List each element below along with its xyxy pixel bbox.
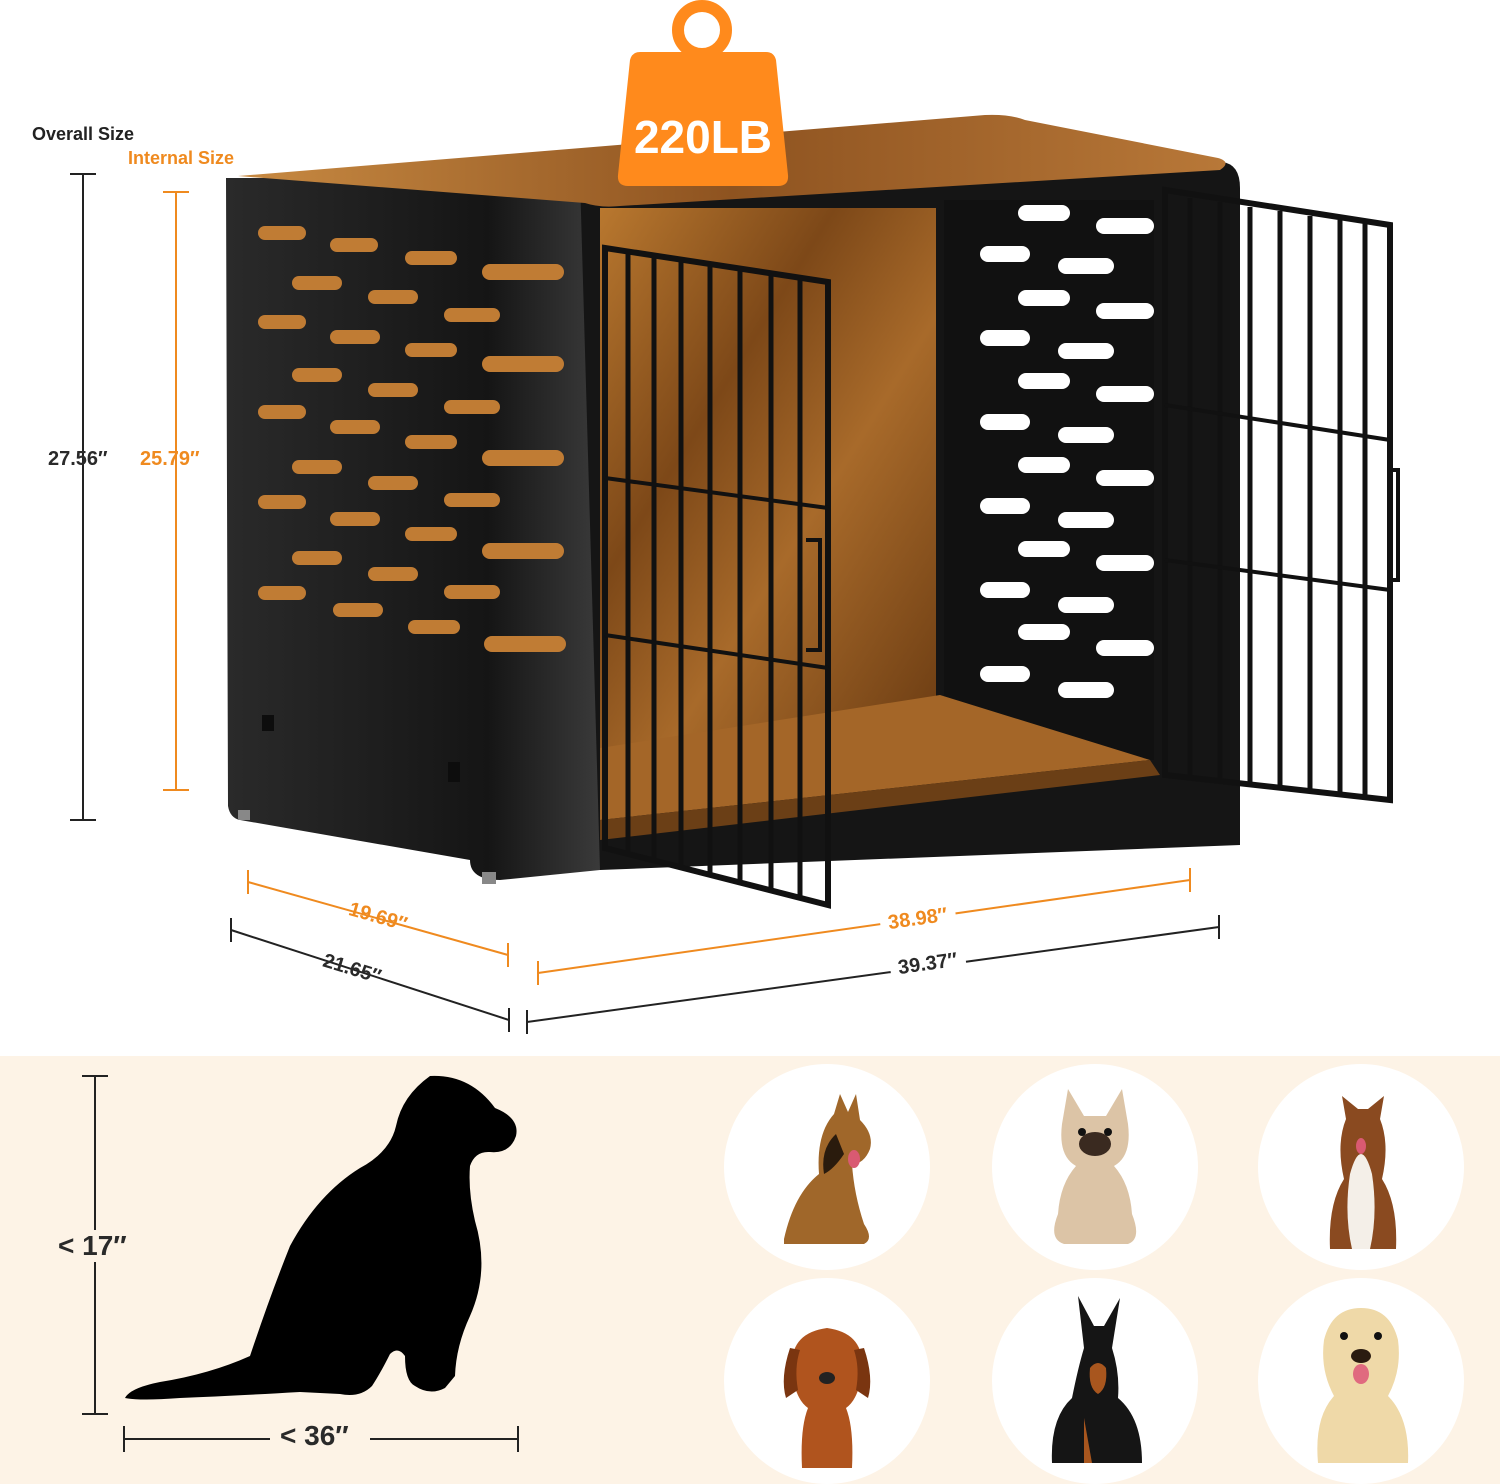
dog-silhouette-icon [125, 1075, 517, 1400]
width-overall-line [526, 915, 1220, 1034]
breed-doberman [992, 1278, 1198, 1484]
doberman-icon [1051, 1296, 1142, 1463]
crate-side-panel [226, 178, 600, 884]
crate-illustration [70, 0, 1400, 1034]
breed-labrador [1258, 1278, 1464, 1484]
internal-size-legend: Internal Size [128, 148, 235, 168]
breed-french-bulldog [992, 1064, 1198, 1270]
dog-suitability-panel: < 17″ < 36″ [0, 1056, 1500, 1484]
french-bulldog-icon [1054, 1089, 1137, 1244]
overall-size-legend: Overall Size [32, 124, 135, 144]
height-overall-label: 27.56″ [48, 448, 108, 470]
dog-length-limit: < 36″ [280, 1420, 349, 1451]
depth-overall-line [230, 918, 510, 1032]
height-internal-label: 25.79″ [140, 448, 200, 470]
border-collie-icon [1329, 1096, 1397, 1249]
width-internal-line [537, 868, 1191, 985]
height-internal-line [163, 191, 189, 791]
crate-right-door [1162, 186, 1400, 804]
dog-length-line [123, 1426, 519, 1452]
weight-capacity-label: 220LB [633, 111, 773, 163]
depth-internal-line [247, 870, 509, 967]
height-overall-line [70, 173, 96, 821]
breed-german-shepherd [724, 1064, 930, 1270]
dog-height-limit: < 17″ [58, 1230, 127, 1262]
dachshund-icon [783, 1328, 871, 1468]
breed-dachshund [724, 1278, 930, 1484]
labrador-icon [1317, 1308, 1409, 1463]
german-shepherd-icon [784, 1094, 871, 1244]
crate-left-door [602, 244, 831, 909]
weight-icon [617, 0, 789, 186]
breed-border-collie [1258, 1064, 1464, 1270]
